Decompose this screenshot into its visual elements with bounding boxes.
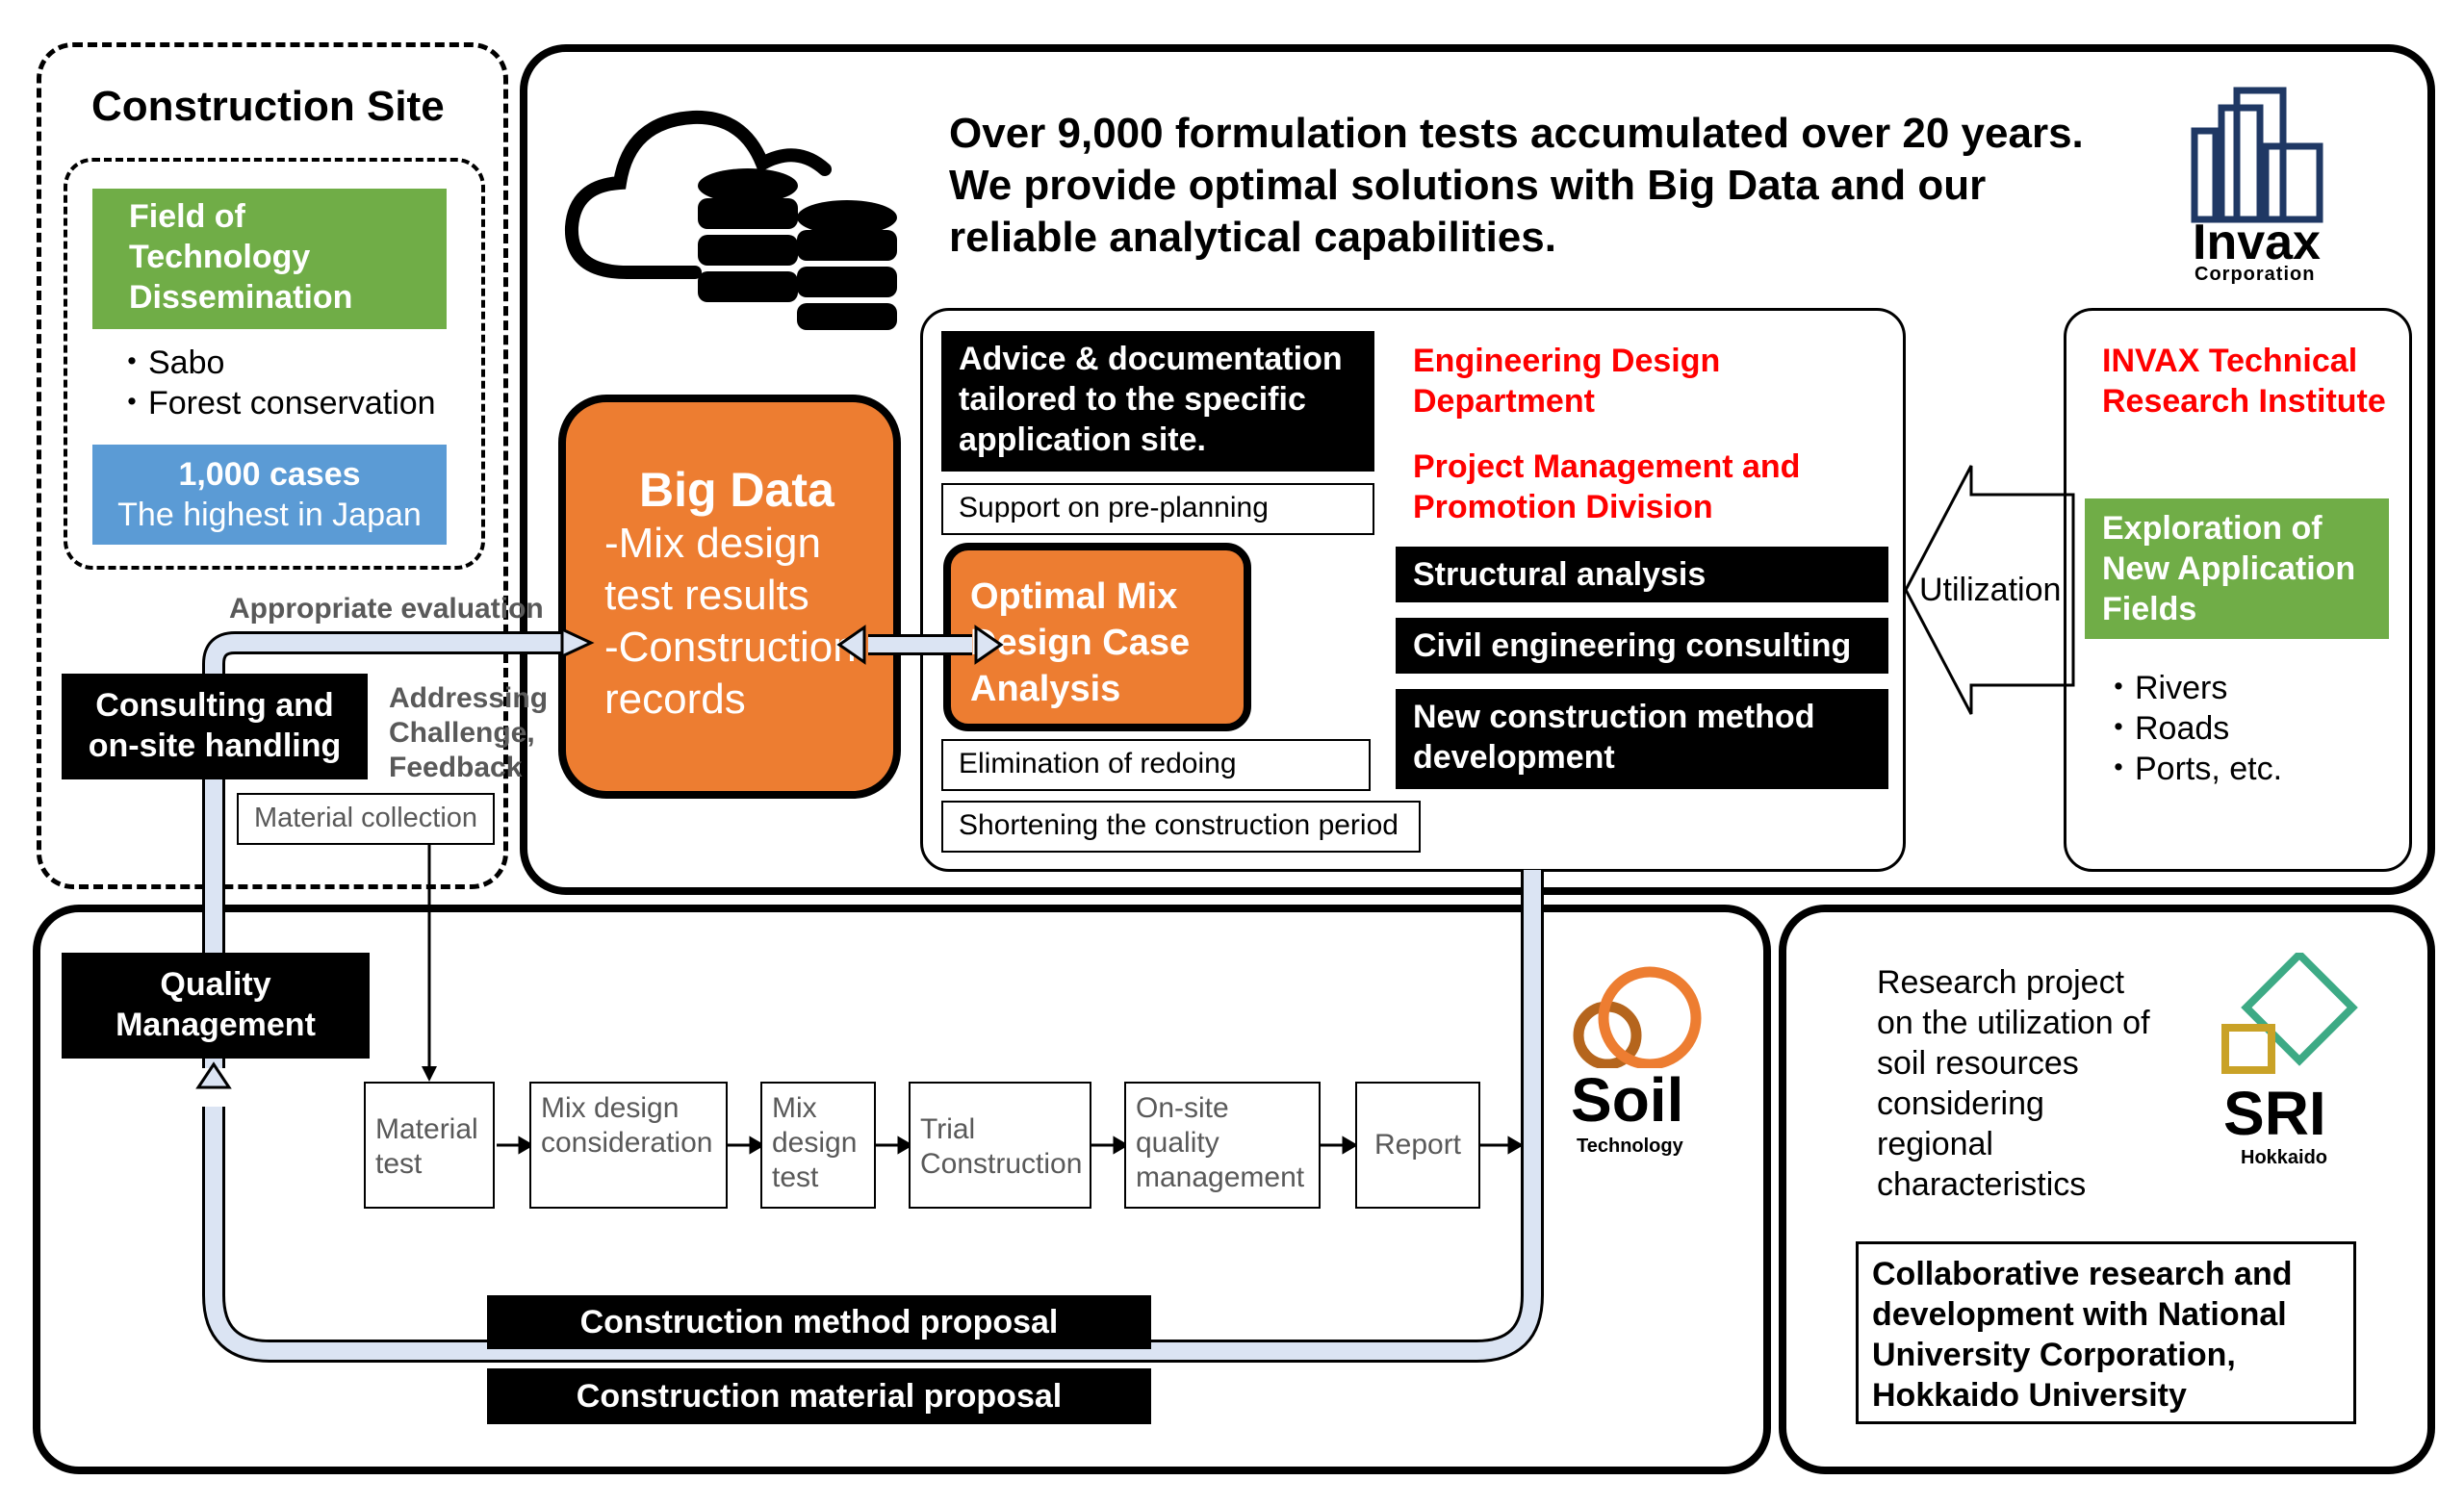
sri-logo: SRI Hokkaido [2214,949,2368,1174]
bullet-roads: Roads [2102,708,2282,749]
soil-sub: Technology [1577,1136,1683,1157]
engineering-design-dept: Engineering Design Department [1413,343,1721,420]
step-material-test: Material test [364,1082,495,1209]
utilization-label: Utilization [1919,572,2062,608]
step-mix-design-test: Mix design test [760,1082,876,1209]
structural-analysis-box: Structural analysis [1396,547,1888,602]
bullet-ports: Ports, etc. [2102,749,2282,789]
big-data-panel [520,44,2435,895]
advice-box: Advice & documentation tailored to the s… [941,331,1374,472]
cases-note: The highest in Japan [117,497,422,533]
addressing-label: Addressing Challenge, Feedback [389,682,549,783]
construction-site-title: Construction Site [91,83,445,130]
cases-count: 1,000 cases [178,456,361,493]
quality-panel [33,905,1771,1474]
research-panel [1779,905,2435,1474]
construction-site-bullets: Sabo Forest conservation [116,343,436,423]
cloud-database-icon [560,85,907,335]
step-mix-design-consideration: Mix design consideration [529,1082,728,1209]
bullet-sabo: Sabo [116,343,436,383]
step-report: Report [1355,1082,1480,1209]
headline: Over 9,000 formulation tests accumulated… [949,110,2084,261]
field-inner-box [64,158,485,570]
pre-planning-box: Support on pre-planning [941,483,1374,535]
sri-sub: Hokkaido [2241,1147,2328,1168]
consulting-box: Consulting and on-site handling [62,674,368,779]
material-proposal-box: Construction material proposal [487,1368,1151,1424]
field-of-technology-box: Field of Technology Dissemination [92,189,447,329]
step-onsite-quality: On-site quality management [1124,1082,1321,1209]
big-data-line1: -Mix design test results [604,520,821,619]
soil-name: Soil [1571,1065,1684,1135]
soil-technology-logo: Soil Technology [1561,962,1715,1174]
institute-title: INVAX Technical Research Institute [2102,343,2386,420]
sri-name: SRI [2223,1079,2326,1148]
new-fields-box: Exploration of New Application Fields [2085,498,2389,639]
invax-logo: Invax Corporation [2185,83,2348,294]
method-proposal-box: Construction method proposal [487,1295,1151,1349]
utilization-arrow [1902,460,2075,720]
optimal-mix-box: Optimal Mix Design Case Analysis [943,543,1251,731]
research-text: Research project on the utilization of s… [1877,964,2150,1203]
project-management-div: Project Management and Promotion Divisio… [1413,448,1801,525]
shortening-box: Shortening the construction period [941,801,1421,853]
appropriate-evaluation-label: Appropriate evaluation [229,593,544,625]
elimination-box: Elimination of redoing [941,739,1371,791]
material-collection-box: Material collection [237,793,495,845]
invax-sub: Corporation [2194,264,2316,285]
big-data-title: Big Data [639,463,834,517]
step-trial-construction: Trial Construction [909,1082,1091,1209]
construction-site-panel [37,42,508,889]
cases-box: 1,000 cases The highest in Japan [92,445,447,545]
collaboration-box: Collaborative research and development w… [1856,1241,2356,1424]
big-data-box: Big Data -Mix design test results -Const… [558,395,901,799]
new-method-box: New construction method development [1396,689,1888,789]
quality-management-box: Quality Management [62,953,370,1059]
civil-consulting-box: Civil engineering consulting [1396,618,1888,674]
bullet-rivers: Rivers [2102,668,2282,708]
bullet-forest: Forest conservation [116,383,436,423]
big-data-line2: -Construction records [604,624,857,723]
institute-bullets: Rivers Roads Ports, etc. [2102,668,2282,789]
institute-box [2064,308,2412,872]
invax-name: Invax [2193,215,2321,270]
